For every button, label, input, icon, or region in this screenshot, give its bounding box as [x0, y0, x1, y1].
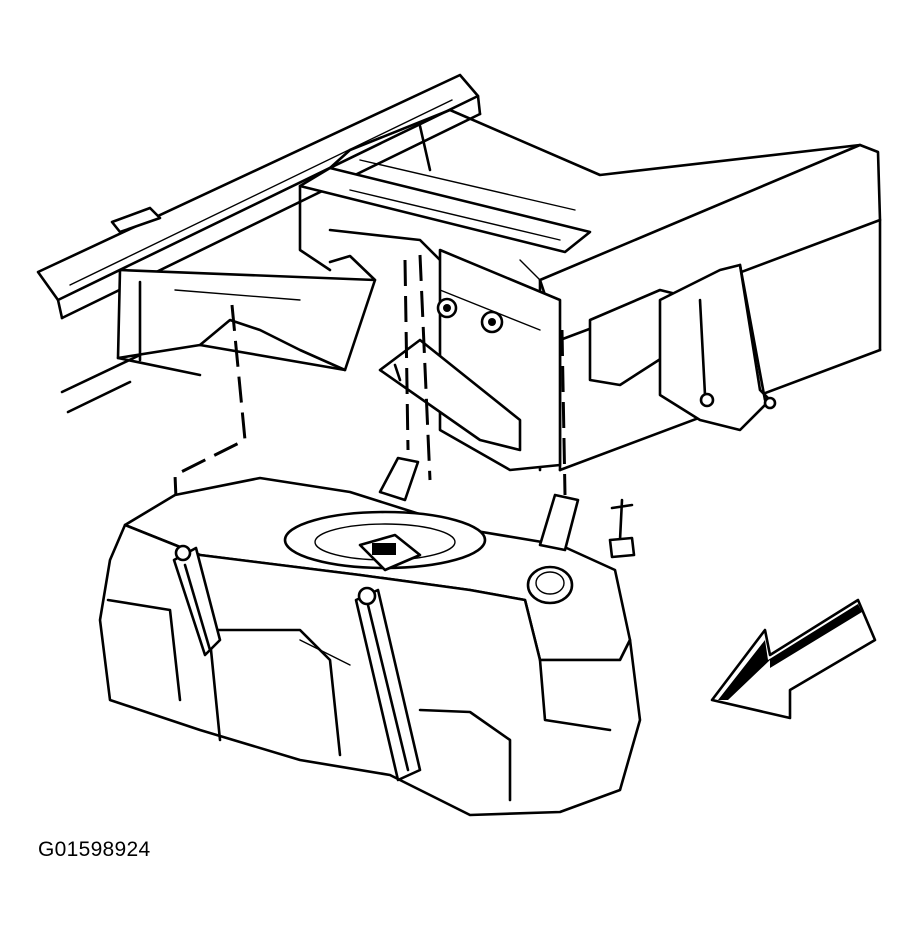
fuel-tank — [98, 476, 642, 817]
fill-neck-cap — [526, 565, 574, 605]
tank-bracket-left — [116, 254, 377, 377]
frame-rail-right — [588, 263, 777, 432]
strap-bolt — [608, 498, 636, 559]
front-direction-arrow — [710, 598, 877, 720]
figure-id-label: G01598924 — [38, 838, 151, 861]
frame-crossmember — [298, 108, 882, 472]
tank-strap-left — [172, 544, 222, 657]
tank-bracket-center — [378, 338, 522, 452]
alignment-lines — [173, 254, 567, 546]
tank-strap-right — [354, 456, 580, 782]
vehicle-frame — [36, 73, 882, 472]
